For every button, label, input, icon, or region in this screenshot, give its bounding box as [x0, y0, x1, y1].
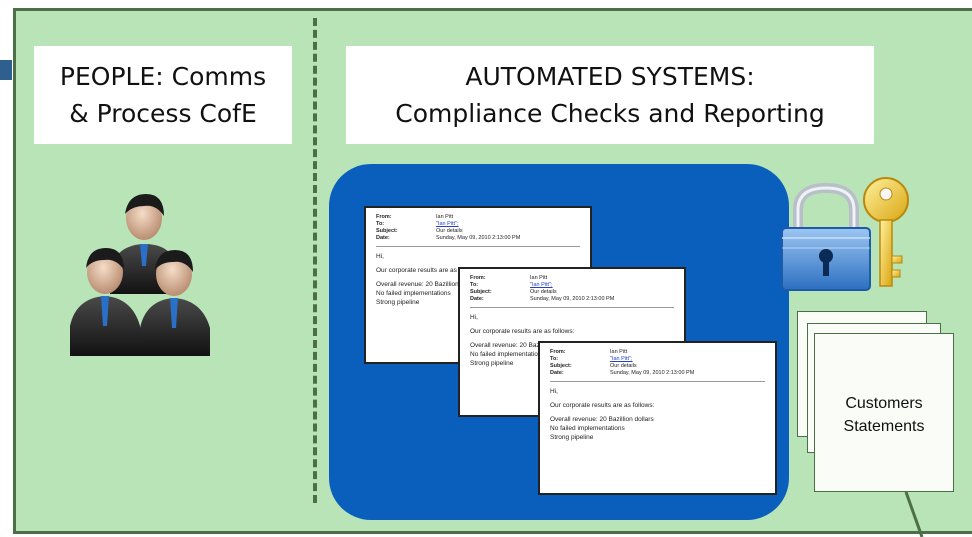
to-value: "Ian Pitt"; [530, 282, 553, 288]
from-label: From: [550, 349, 566, 355]
subject-value: Our details [436, 228, 463, 234]
people-label-box: PEOPLE: Comms & Process CofE [34, 46, 292, 144]
from-value: Ian Pitt [530, 275, 548, 281]
to-value: "Ian Pitt"; [436, 221, 459, 227]
people-group-icon [70, 194, 210, 356]
header-separator [470, 307, 674, 308]
people-title-line1: PEOPLE: Comms [59, 62, 267, 91]
statements-label: Customers Statements [814, 392, 954, 438]
systems-title-line2: Compliance Checks and Reporting [395, 99, 825, 128]
email-line-revenue: Overall revenue: 20 Bazillion dollars [470, 342, 574, 349]
to-label: To: [470, 282, 479, 288]
from-label: From: [376, 214, 392, 220]
from-value: Ian Pitt [436, 214, 454, 220]
padlock-key-icon [781, 177, 909, 291]
subject-label: Subject: [376, 228, 398, 234]
email-line-implementations: No failed implementations [376, 290, 451, 297]
subject-label: Subject: [550, 363, 572, 369]
email-intro: Our corporate results are as follows: [470, 328, 575, 335]
date-label: Date: [470, 296, 484, 302]
date-label: Date: [376, 235, 390, 241]
subject-value: Our details [610, 363, 637, 369]
email-line-pipeline: Strong pipeline [470, 360, 514, 367]
greeting: Hi, [550, 388, 558, 395]
greeting: Hi, [470, 314, 478, 321]
date-value: Sunday, May 09, 2010 2:13:00 PM [610, 370, 695, 376]
email-intro: Our corporate results are as follows: [550, 402, 655, 409]
email-line-revenue: Overall revenue: 20 Bazillion dollars [376, 281, 480, 288]
email-line-revenue: Overall revenue: 20 Bazillion dollars [550, 416, 654, 423]
date-value: Sunday, May 09, 2010 2:13:00 PM [530, 296, 615, 302]
subject-label: Subject: [470, 289, 492, 295]
header-separator [550, 381, 765, 382]
subject-value: Our details [530, 289, 557, 295]
email-line-pipeline: Strong pipeline [376, 299, 420, 306]
email-line-implementations: No failed implementations [550, 425, 625, 432]
to-label: To: [376, 221, 385, 227]
email-intro: Our corporate results are as follows: [376, 267, 481, 274]
statement-page-front [814, 333, 954, 492]
statements-label-line1: Customers [845, 395, 923, 412]
email-document: From: Ian Pitt To: "Ian Pitt"; Subject: Our… [538, 341, 777, 495]
greeting: Hi, [376, 253, 384, 260]
date-value: Sunday, May 09, 2010 2:13:00 PM [436, 235, 521, 241]
email-line-implementations: No failed implementations [470, 351, 545, 358]
date-label: Date: [550, 370, 564, 376]
systems-label-box: AUTOMATED SYSTEMS: Compliance Checks and… [346, 46, 874, 144]
from-value: Ian Pitt [610, 349, 628, 355]
from-label: From: [470, 275, 486, 281]
edge-accent [0, 60, 12, 80]
email-line-pipeline: Strong pipeline [550, 434, 594, 441]
statements-label-line2: Statements [843, 418, 925, 435]
header-separator [376, 246, 580, 247]
systems-title-line1: AUTOMATED SYSTEMS: [465, 62, 755, 91]
people-title-line2: & Process CofE [69, 99, 257, 128]
to-value: "Ian Pitt"; [610, 356, 633, 362]
to-label: To: [550, 356, 559, 362]
section-divider [313, 18, 317, 503]
